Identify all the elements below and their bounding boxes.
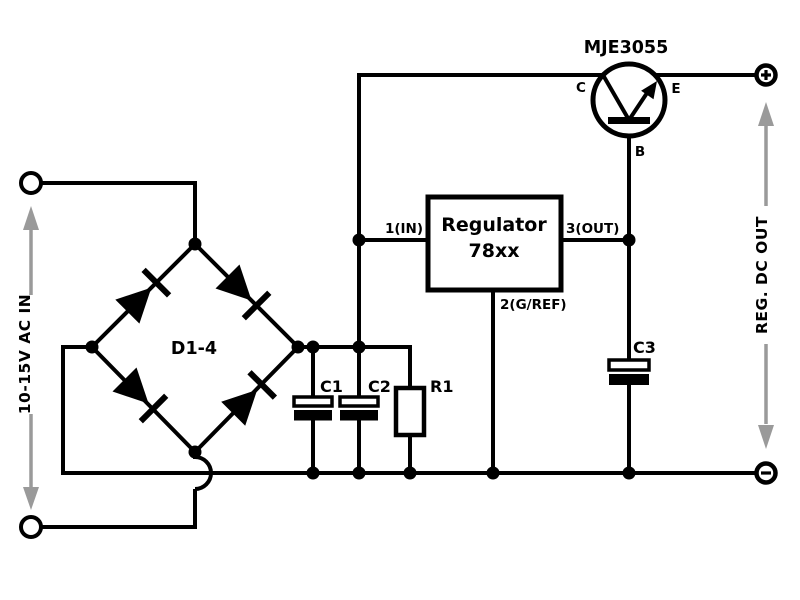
- positive-terminal: [754, 63, 778, 87]
- diode-top-right: [215, 264, 272, 321]
- emitter-arrow-icon: [641, 81, 657, 100]
- c1-label: C1: [320, 377, 343, 396]
- diode-arrow-icon: [112, 367, 149, 404]
- regulator-title: Regulator: [441, 214, 547, 236]
- c3-plate-bottom: [609, 374, 649, 385]
- diode-arrow-icon: [115, 287, 152, 324]
- terminals: [19, 63, 778, 539]
- r1-label: R1: [430, 377, 453, 396]
- collector-label: C: [576, 80, 586, 96]
- output-range-annotation: REG. DC OUT: [753, 102, 774, 449]
- wires: [41, 73, 757, 529]
- ac-bottom-wire: [41, 489, 197, 529]
- junction-dot: [486, 466, 500, 480]
- junction-dot: [291, 340, 305, 354]
- collector-feed-wire: [357, 73, 603, 347]
- junction-dot: [622, 466, 636, 480]
- junction-dot: [622, 233, 636, 247]
- diode-cathode-bar: [141, 267, 172, 298]
- ac-top-wire: [41, 181, 197, 244]
- bridge-label: D1-4: [171, 339, 217, 359]
- diode-cathode-bar: [241, 290, 272, 321]
- arrow-up-icon: [758, 102, 774, 126]
- c1-plate-top: [292, 395, 334, 408]
- ac-terminal-bottom: [19, 515, 43, 539]
- base-label: B: [635, 144, 645, 160]
- diode-cathode-bar: [138, 393, 169, 424]
- junction-dot: [188, 445, 202, 459]
- r1-body: [393, 385, 427, 438]
- transistor-name: MJE3055: [584, 38, 669, 58]
- ac-terminal-top: [19, 171, 43, 195]
- transistor-mje3055: MJE3055 C E B: [576, 38, 681, 160]
- capacitor-c3: C3: [607, 338, 656, 385]
- junction-dot: [352, 340, 366, 354]
- regulator-part: 78xx: [469, 240, 520, 262]
- emitter-internal: [627, 91, 649, 122]
- arrow-down-icon: [758, 425, 774, 449]
- bridge-rectifier: D1-4: [112, 264, 278, 426]
- regulator-78xx: Regulator 78xx 1(IN) 3(OUT) 2(G/REF): [385, 194, 619, 313]
- regulator-box: [425, 194, 564, 293]
- junction-dot: [403, 466, 417, 480]
- output-label: REG. DC OUT: [753, 216, 771, 334]
- junction-dot: [306, 340, 320, 354]
- c2-label: C2: [368, 377, 391, 396]
- regulator-pin-in-label: 1(IN): [385, 221, 423, 237]
- capacitor-c1: C1: [292, 377, 343, 421]
- junction-dot: [352, 466, 366, 480]
- emitter-label: E: [671, 81, 680, 97]
- negative-terminal: [754, 461, 778, 485]
- arrow-down-icon: [23, 487, 39, 510]
- c1-plate-bottom: [294, 410, 332, 421]
- c2-plate-top: [338, 395, 380, 408]
- junction-dot: [352, 233, 366, 247]
- resistor-r1: R1: [393, 377, 453, 438]
- plus-icon: [761, 70, 771, 80]
- capacitor-c2: C2: [338, 377, 391, 421]
- c3-label: C3: [633, 338, 656, 357]
- junction-dot: [188, 237, 202, 251]
- c2-plate-bottom: [340, 410, 378, 421]
- junction-dots: [85, 233, 636, 480]
- input-label: 10-15V AC IN: [16, 294, 34, 414]
- diode-arrow-icon: [221, 389, 258, 426]
- arrow-up-icon: [23, 206, 39, 230]
- junction-dot: [85, 340, 99, 354]
- diode-bottom-right: [221, 370, 278, 426]
- diode-top-left: [115, 267, 172, 324]
- regulator-pin-out-label: 3(OUT): [566, 221, 619, 237]
- diode-arrow-icon: [215, 264, 252, 301]
- diode-bottom-left: [112, 367, 169, 424]
- c3-plate-top: [607, 358, 651, 372]
- diode-cathode-bar: [247, 370, 278, 400]
- collector-internal: [601, 73, 631, 122]
- input-range-annotation: 10-15V AC IN: [16, 206, 39, 510]
- regulator-pin-ref-label: 2(G/REF): [500, 297, 567, 313]
- junction-dot: [306, 466, 320, 480]
